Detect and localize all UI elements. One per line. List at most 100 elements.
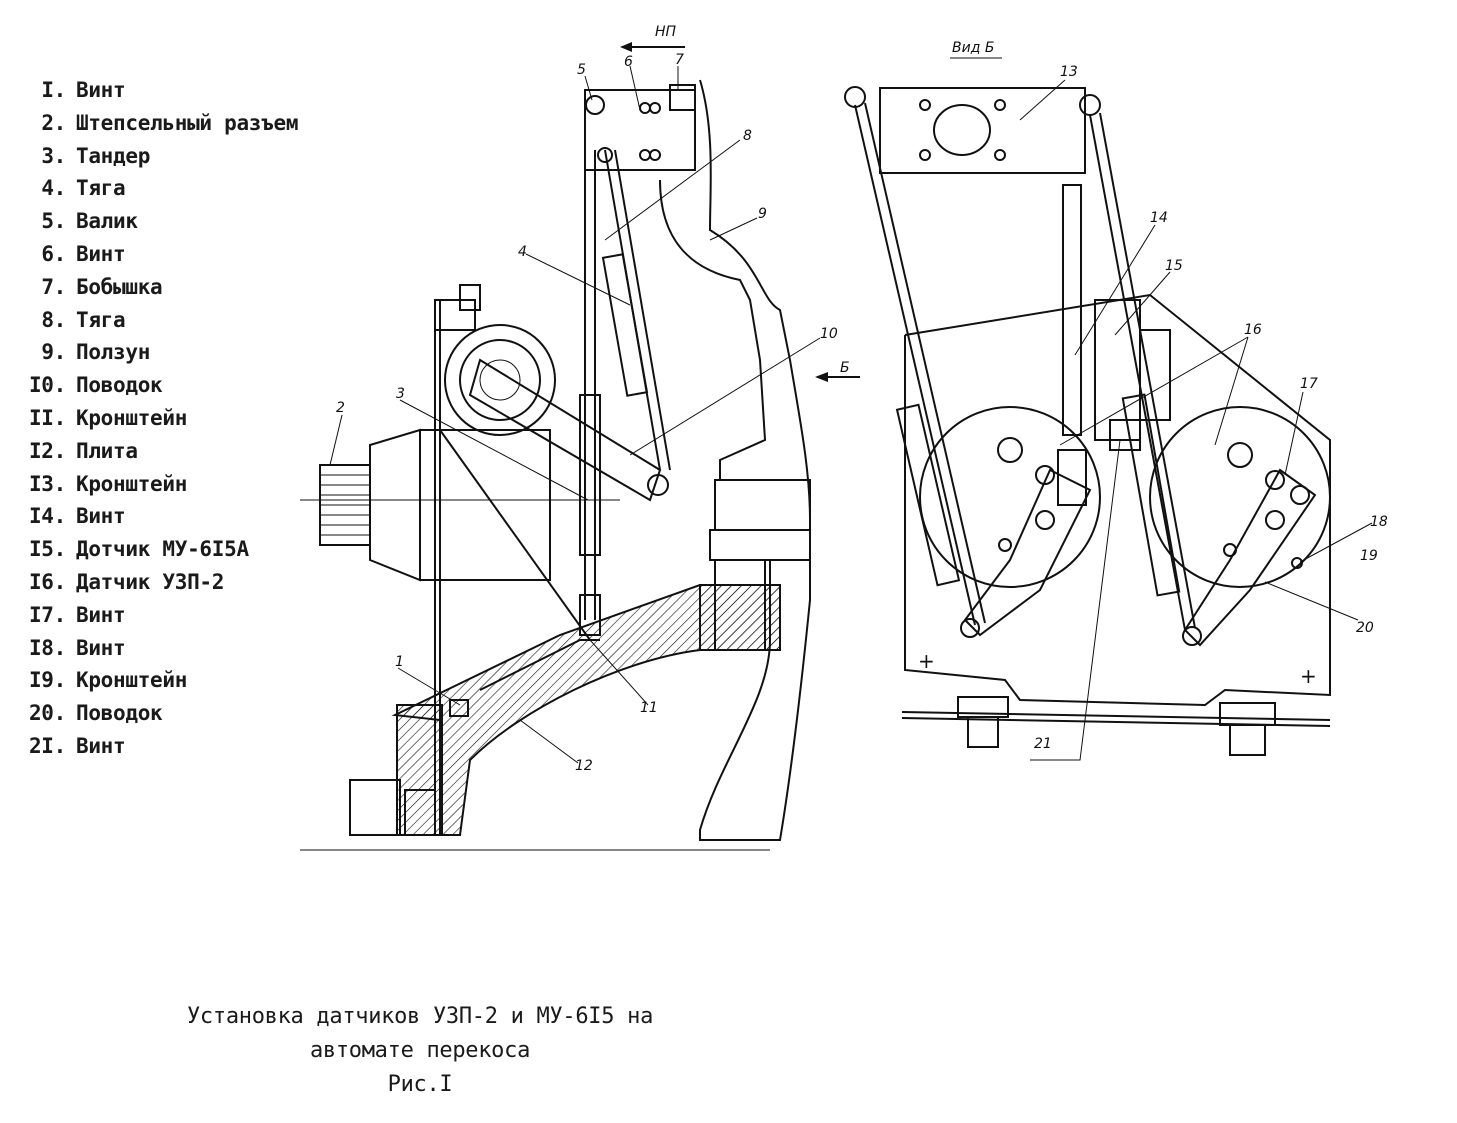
screw-17-right xyxy=(1265,470,1285,490)
callout-8: 8 xyxy=(743,128,752,144)
screw-17-right-c xyxy=(1290,485,1310,505)
legend-number: I2. xyxy=(28,438,66,463)
legend-label: Датчик УЗП-2 xyxy=(76,569,225,594)
screw-21-head xyxy=(1109,419,1141,451)
leader-21 xyxy=(1030,439,1121,761)
plate-small-2 xyxy=(434,299,476,331)
legend-label: Валик xyxy=(76,209,138,234)
callout-13: 13 xyxy=(1060,64,1078,80)
legend-label: Винт xyxy=(76,504,126,529)
top-right-eye xyxy=(1079,94,1101,116)
legend-number: 20. xyxy=(28,701,66,726)
screw-17-right-b xyxy=(1265,510,1285,530)
connector-ribs xyxy=(320,474,370,536)
lever-left-pin xyxy=(960,618,980,638)
callout-16: 16 xyxy=(1244,322,1262,338)
sensor-left-hole-top xyxy=(997,437,1023,463)
screw-18 xyxy=(1291,557,1303,569)
bracket-13 xyxy=(879,87,1086,174)
legend-label: Ползун xyxy=(76,340,151,365)
rod-left-b xyxy=(864,102,986,624)
legend-item: I9.Кронштейн xyxy=(14,664,298,697)
legend-label: Тяга xyxy=(76,176,126,201)
left-nut xyxy=(404,789,436,836)
bottom-bolt-right-shank xyxy=(1229,724,1266,756)
legend-number: I6. xyxy=(28,569,66,594)
caption-line-1: Установка датчиков УЗП-2 и МУ-6I5 на xyxy=(186,1004,654,1029)
bottom-plate xyxy=(901,711,1331,721)
label-b-arrow: Б xyxy=(840,360,850,376)
bracket-13-bolt-1 xyxy=(919,99,931,111)
wheel-outer xyxy=(444,324,556,436)
legend-number: 3. xyxy=(41,143,66,168)
rod-8b xyxy=(614,149,671,471)
rod-left-sleeve xyxy=(895,403,961,587)
lever-20-left xyxy=(963,468,1092,637)
sensor-right-hole-top xyxy=(1227,442,1253,468)
rod-left xyxy=(854,104,976,626)
callout-9: 9 xyxy=(758,206,767,222)
legend-item: 9. Ползун xyxy=(14,336,298,369)
center-rod xyxy=(1062,184,1082,436)
callout-10: 10 xyxy=(820,326,838,342)
legend-number: I5. xyxy=(28,537,66,562)
bracket-13-bolt-2 xyxy=(994,99,1006,111)
lever-20-right xyxy=(1183,468,1317,647)
rod-4-end xyxy=(579,594,601,636)
slider-block xyxy=(714,479,811,531)
sensor-left-hole-bottom xyxy=(998,538,1012,552)
legend-item: I. Винт xyxy=(14,74,298,107)
legend-item: I5. Дотчик МУ-6I5А xyxy=(14,533,298,566)
legend-number: 4. xyxy=(41,176,66,201)
sensor-15-side xyxy=(1139,329,1171,421)
plate-small xyxy=(459,284,481,311)
bottom-bolt-right xyxy=(1219,702,1276,726)
legend-label: Кронштейн xyxy=(76,668,188,693)
legend-label: Тандер xyxy=(76,143,151,168)
legend-item: II.Кронштейн xyxy=(14,402,298,435)
legend-item: 8.Тяга xyxy=(14,304,298,337)
rod-8-sleeve xyxy=(601,253,649,397)
lever-right-pin xyxy=(1182,626,1202,646)
screw-6c xyxy=(639,149,651,161)
callout-21: 21 xyxy=(1034,736,1052,752)
legend-label: Дотчик МУ-6I5А xyxy=(76,537,249,562)
sensor-16-right xyxy=(1149,406,1331,588)
b-arrowhead xyxy=(815,372,828,382)
legend-number: I0. xyxy=(28,373,66,398)
caption-line-3: Рис.I xyxy=(387,1072,453,1097)
screw-1 xyxy=(449,699,469,717)
sensor-16-left xyxy=(919,406,1101,588)
callout-15: 15 xyxy=(1165,258,1183,274)
callout-20: 20 xyxy=(1356,620,1374,636)
legend-number: 9. xyxy=(41,340,66,365)
legend-number: I8. xyxy=(28,635,66,660)
legend-label: Кронштейн xyxy=(76,405,188,430)
leader-lines xyxy=(329,65,821,764)
legend-label: Винт xyxy=(76,78,126,102)
bracket-13-hole xyxy=(933,104,991,156)
slider-9 xyxy=(699,79,811,841)
legend-item: 2.Штепсельный разъем xyxy=(14,107,298,140)
top-bracket xyxy=(584,89,696,171)
legend-item: 6. Винт xyxy=(14,238,298,271)
legend-number: I3. xyxy=(28,471,66,496)
caption-line-2: автомате перекоса xyxy=(309,1038,531,1063)
wheel-hub xyxy=(479,359,521,401)
np-arrowhead xyxy=(620,42,632,52)
callout-2: 2 xyxy=(336,400,345,416)
legend-number: 6. xyxy=(41,241,66,266)
pin-5b xyxy=(597,147,613,163)
legend-number: I. xyxy=(41,78,66,102)
screw-6b xyxy=(649,102,661,114)
legend-number: 5. xyxy=(41,209,66,234)
plus-mark-right: + xyxy=(1300,664,1317,688)
legend-number: 2I. xyxy=(28,733,66,758)
callout-11: 11 xyxy=(640,700,658,716)
wheel-inner xyxy=(459,339,541,421)
turnbuckle-3 xyxy=(579,394,601,556)
legend-item: I0.Поводок xyxy=(14,369,298,402)
callout-1: 1 xyxy=(395,654,404,670)
legend-label: Винт xyxy=(76,241,126,266)
